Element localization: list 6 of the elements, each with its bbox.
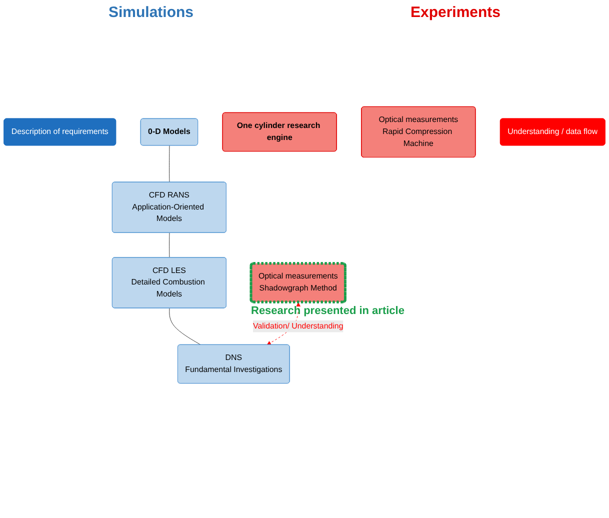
column-heading: Simulations	[108, 4, 194, 21]
connector	[169, 145, 170, 183]
column-heading: Experiments	[410, 4, 501, 21]
note-text: Research presented in article	[251, 305, 404, 317]
connector	[169, 232, 170, 258]
connector	[169, 308, 202, 346]
